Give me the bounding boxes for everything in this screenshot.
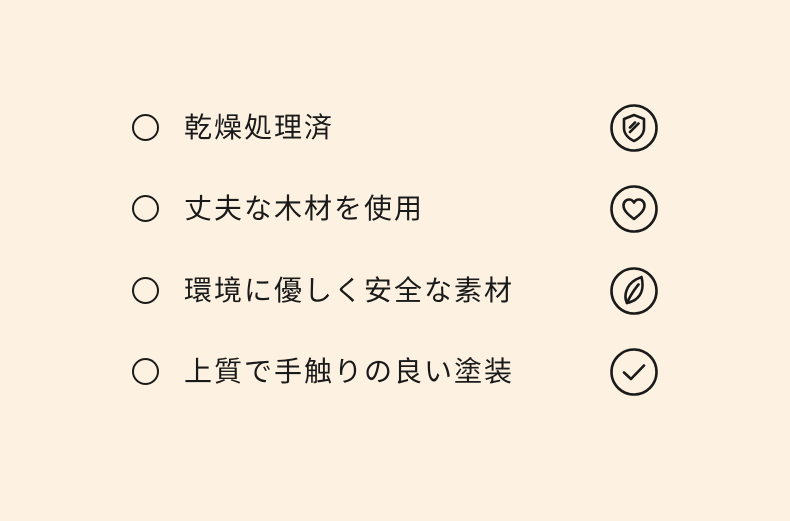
circle-bullet-icon bbox=[132, 277, 159, 304]
heart-icon bbox=[609, 184, 659, 234]
feature-label: 上質で手触りの良い塗装 bbox=[184, 355, 515, 388]
circle-bullet-icon bbox=[132, 195, 159, 222]
feature-label: 環境に優しく安全な素材 bbox=[184, 274, 515, 307]
feature-item-durable-wood: 丈夫な木材を使用 bbox=[0, 179, 790, 239]
feature-label: 丈夫な木材を使用 bbox=[184, 192, 425, 225]
feature-item-dried: 乾燥処理済 bbox=[0, 98, 790, 158]
feature-item-quality-finish: 上質で手触りの良い塗装 bbox=[0, 342, 790, 402]
checkmark-icon bbox=[609, 347, 659, 397]
feature-item-eco-material: 環境に優しく安全な素材 bbox=[0, 261, 790, 321]
feature-label: 乾燥処理済 bbox=[184, 111, 335, 144]
circle-bullet-icon bbox=[132, 358, 159, 385]
leaf-icon bbox=[609, 266, 659, 316]
circle-bullet-icon bbox=[132, 114, 159, 141]
shield-icon bbox=[609, 103, 659, 153]
